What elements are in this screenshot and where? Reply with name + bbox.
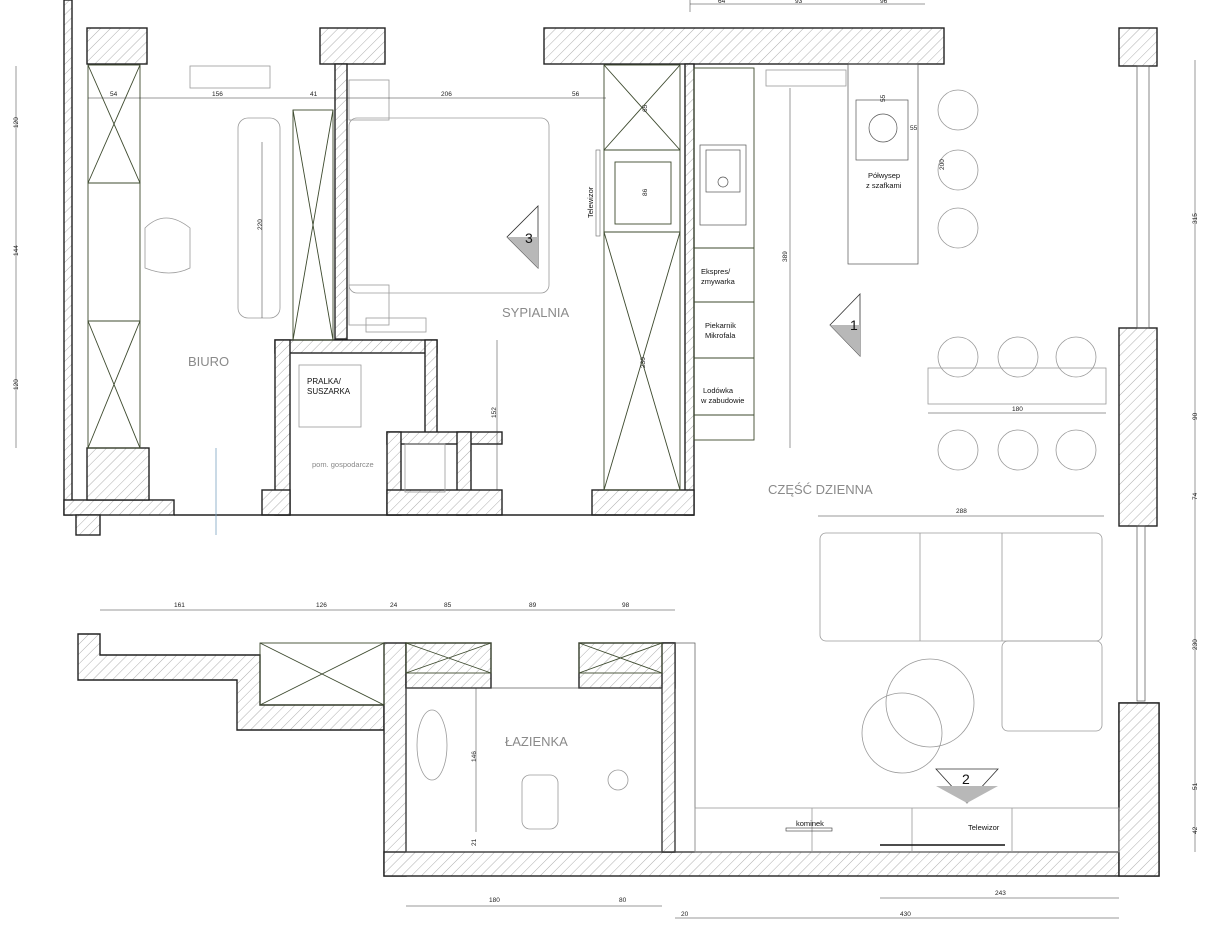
label-lodowka-2: w zabudowie	[700, 396, 744, 405]
dim-right-74: 74	[1192, 492, 1199, 500]
dim-bot-80: 80	[619, 897, 627, 904]
dim-top-156: 156	[212, 91, 223, 98]
dim-55b: 55	[910, 125, 918, 132]
dim-top-56: 56	[572, 91, 580, 98]
label-telewizor-bedroom: Telewizor	[586, 186, 595, 218]
dim-200: 200	[939, 159, 946, 170]
dim-right-51: 51	[1192, 782, 1199, 790]
dim-146: 146	[471, 751, 478, 762]
dim-21: 21	[471, 838, 478, 846]
dim-180-table: 180	[1012, 406, 1023, 413]
room-label-lazienka: ŁAZIENKA	[505, 734, 568, 749]
label-polwysep-1: Półwysep	[868, 171, 900, 180]
label-piekarnik-1: Piekarnik	[705, 321, 736, 330]
dim-left-120a: 120	[13, 117, 20, 128]
dim-288: 288	[956, 508, 967, 515]
kitchen-cabinets	[693, 67, 847, 441]
dim-220: 220	[257, 219, 264, 230]
walls-lower	[77, 633, 1160, 877]
dim-topstub-93: 93	[795, 0, 803, 5]
label-polwysep-2: z szafkami	[866, 181, 902, 190]
label-ekspres-1: Ekspres/	[701, 267, 731, 276]
dim-right-315: 315	[1192, 213, 1199, 224]
view-marker-3: 3	[506, 205, 539, 269]
label-lodowka-1: Lodówka	[703, 386, 734, 395]
dim-mid-24: 24	[390, 602, 398, 609]
dim-mid-85: 85	[444, 602, 452, 609]
dim-left-144: 144	[13, 245, 20, 256]
room-label-gospodarcze: pom. gospodarcze	[312, 460, 374, 469]
dim-topstub-64: 64	[718, 0, 726, 5]
dimension-labels: 54 156 41 206 56 220 86 65 55 55 200 389…	[13, 0, 1199, 918]
dim-right-42: 42	[1192, 826, 1199, 834]
dimension-lines	[15, 0, 1196, 919]
dim-mid-161: 161	[174, 602, 185, 609]
dim-bot-180: 180	[489, 897, 500, 904]
dim-bot-243: 243	[995, 890, 1006, 897]
dim-left-120b: 120	[13, 379, 20, 390]
label-pralka-2: SUSZARKA	[307, 387, 351, 396]
label-ekspres-2: zmywarka	[701, 277, 736, 286]
dim-topstub-96: 96	[880, 0, 888, 5]
dim-152: 152	[491, 407, 498, 418]
view-marker-1-number: 1	[850, 317, 858, 333]
dim-55a: 55	[880, 94, 887, 102]
view-marker-2: 2	[935, 768, 999, 804]
label-pralka-1: PRALKA/	[307, 377, 342, 386]
walls-upper	[63, 0, 1160, 877]
dim-65: 65	[642, 104, 649, 112]
dim-mid-89: 89	[529, 602, 537, 609]
label-kominek: kominek	[796, 819, 824, 828]
dim-right-230: 230	[1192, 639, 1199, 650]
built-in-wardrobes	[87, 64, 681, 706]
room-label-czesc-dzienna: CZĘŚĆ DZIENNA	[768, 482, 873, 497]
dim-bot-20: 20	[681, 911, 689, 918]
room-label-biuro: BIURO	[188, 354, 229, 369]
dim-86: 86	[642, 188, 649, 196]
label-piekarnik-2: Mikrofala	[705, 331, 736, 340]
dim-389: 389	[782, 251, 789, 262]
dim-top-41: 41	[310, 91, 318, 98]
dim-bot-430: 430	[900, 911, 911, 918]
furniture	[144, 65, 1150, 853]
room-label-sypialnia: SYPIALNIA	[502, 305, 570, 320]
dim-top-206: 206	[441, 91, 452, 98]
view-marker-1: 1	[829, 293, 861, 357]
view-marker-2-number: 2	[962, 771, 970, 787]
dim-mid-126: 126	[316, 602, 327, 609]
dim-mid-98: 98	[622, 602, 630, 609]
label-telewizor-living: Telewizor	[968, 823, 1000, 832]
dim-top-54: 54	[110, 91, 118, 98]
dim-right-90: 90	[1192, 412, 1199, 420]
dim-230: 230	[640, 357, 647, 368]
view-marker-3-number: 3	[525, 230, 533, 246]
kitchen-island	[847, 63, 919, 265]
